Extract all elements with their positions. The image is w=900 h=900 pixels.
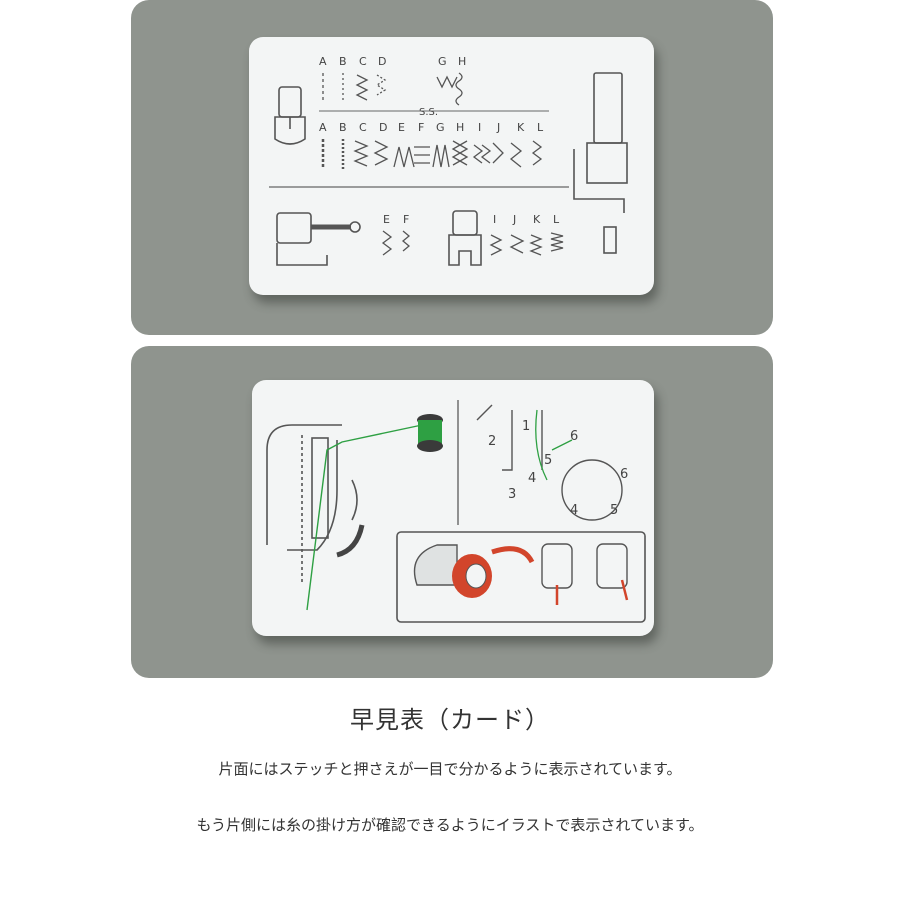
- bottom-left-labels: E F: [383, 213, 409, 226]
- top-row-labels: A B C D G H: [319, 55, 466, 68]
- rotation-arrow-icon: [491, 546, 535, 564]
- svg-text:4: 4: [528, 471, 536, 486]
- satin-foot-icon: [448, 210, 482, 266]
- svg-text:A: A: [319, 121, 327, 134]
- bobbin-panel: [396, 531, 646, 623]
- thread-spool-icon: [417, 414, 443, 452]
- svg-text:B: B: [339, 121, 347, 134]
- bobbin-case-icon: [413, 544, 535, 598]
- stitch-reference-card: A B C D G H S.S. A B: [249, 37, 654, 295]
- threading-reference-card: 1 2 3 4 5 6 4 5 6: [252, 380, 654, 636]
- inset-step-numbers: 4 5 6: [570, 467, 628, 518]
- thread-path: [306, 424, 423, 611]
- zipper-foot-icon: [573, 72, 628, 254]
- machine-head-icon: [266, 424, 358, 585]
- svg-text:H: H: [456, 121, 464, 134]
- svg-text:A: A: [319, 55, 327, 68]
- svg-text:D: D: [378, 55, 386, 68]
- svg-text:L: L: [537, 121, 544, 134]
- ss-label: S.S.: [419, 107, 438, 118]
- svg-text:K: K: [533, 213, 541, 226]
- svg-text:C: C: [359, 55, 367, 68]
- svg-text:F: F: [403, 213, 409, 226]
- bobbin-insert-steps-icon: [541, 543, 628, 589]
- svg-text:E: E: [383, 213, 390, 226]
- threading-card-illustration: 1 2 3 4 5 6 4 5 6: [266, 400, 646, 623]
- svg-text:I: I: [493, 213, 496, 226]
- stitch-card-photo: A B C D G H S.S. A B: [131, 0, 773, 335]
- needle-threading-diagram: [476, 404, 623, 521]
- svg-text:F: F: [418, 121, 424, 134]
- threading-card-photo: 1 2 3 4 5 6 4 5 6: [131, 346, 773, 678]
- step-numbers: 1 2 3 4 5 6: [488, 419, 578, 502]
- svg-text:4: 4: [570, 503, 578, 518]
- direction-arrow-icon: [336, 524, 365, 558]
- svg-text:K: K: [517, 121, 525, 134]
- svg-text:J: J: [512, 213, 516, 226]
- description-line-2: もう片側には糸の掛け方が確認できるようにイラストで表示されています。: [196, 816, 704, 834]
- bottom-right-stitch-icons: [489, 232, 564, 256]
- svg-text:D: D: [379, 121, 387, 134]
- svg-text:C: C: [359, 121, 367, 134]
- svg-text:5: 5: [544, 453, 552, 468]
- svg-text:J: J: [496, 121, 500, 134]
- svg-text:6: 6: [570, 429, 578, 444]
- presser-foot-icon: [274, 86, 306, 145]
- bottom-right-labels: I J K L: [493, 213, 560, 226]
- svg-text:1: 1: [522, 419, 530, 434]
- section-title: 早見表（カード）: [350, 706, 550, 734]
- svg-text:G: G: [438, 55, 447, 68]
- buttonhole-foot-icon: [276, 212, 361, 266]
- svg-text:L: L: [553, 213, 560, 226]
- svg-text:E: E: [398, 121, 405, 134]
- svg-text:G: G: [436, 121, 445, 134]
- middle-row-labels: A B C D E F G H I J K L: [319, 121, 544, 134]
- svg-text:I: I: [478, 121, 481, 134]
- svg-text:2: 2: [488, 434, 496, 449]
- description-line-1: 片面にはステッチと押さえが一目で分かるように表示されています。: [218, 760, 682, 778]
- svg-text:3: 3: [508, 487, 516, 502]
- svg-text:H: H: [458, 55, 466, 68]
- bottom-left-stitch-icons: [381, 230, 411, 256]
- stitch-card-illustration: A B C D G H S.S. A B: [269, 55, 628, 266]
- svg-text:B: B: [339, 55, 347, 68]
- top-row-stitch-icons: [322, 72, 463, 106]
- svg-text:5: 5: [610, 503, 618, 518]
- needle-thread-path: [535, 409, 573, 481]
- middle-row-stitch-icons: [321, 139, 543, 169]
- svg-text:6: 6: [620, 467, 628, 482]
- pull-thread-arrows-icon: [555, 579, 629, 605]
